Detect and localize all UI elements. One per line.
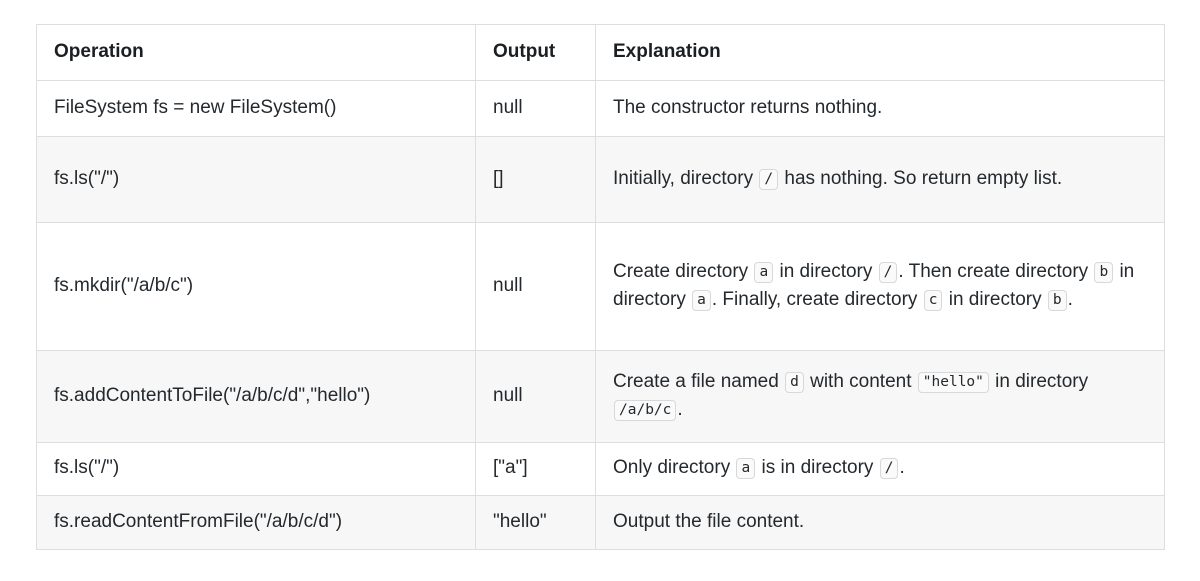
table-row: fs.ls("/")["a"]Only directory a is in di…: [36, 441, 1165, 496]
explanation-text: Initially, directory: [613, 167, 759, 189]
inline-code-token: a: [754, 261, 774, 283]
cell-explanation: Initially, directory / has nothing. So r…: [595, 135, 1165, 223]
inline-code-token: a: [736, 458, 756, 480]
cell-operation: FileSystem fs = new FileSystem(): [36, 79, 476, 137]
explanation-text: in directory: [943, 289, 1047, 311]
operations-table-container: Operation Output Explanation FileSystem …: [36, 24, 1165, 550]
table-row: FileSystem fs = new FileSystem()null The …: [36, 79, 1165, 137]
column-header-output: Output: [475, 24, 596, 81]
operations-table: Operation Output Explanation FileSystem …: [36, 24, 1165, 550]
explanation-text: .: [677, 399, 683, 421]
cell-output: "hello": [475, 494, 596, 550]
explanation-text: has nothing. So return empty list.: [779, 167, 1063, 189]
table-row: fs.addContentToFile("/a/b/c/d","hello")n…: [36, 349, 1165, 443]
table-row: fs.readContentFromFile("/a/b/c/d")"hello…: [36, 494, 1165, 550]
explanation-text: is in directory: [756, 457, 879, 479]
explanation-text: Create a file named: [613, 370, 785, 392]
inline-code-token: /: [878, 261, 898, 283]
cell-operation: fs.ls("/"): [36, 441, 476, 496]
cell-explanation: The constructor returns nothing.: [595, 79, 1165, 137]
cell-output: null: [475, 79, 596, 137]
cell-operation: fs.ls("/"): [36, 135, 476, 223]
table-header-row: Operation Output Explanation: [36, 24, 1165, 81]
table-row: fs.ls("/")[]Initially, directory / has n…: [36, 135, 1165, 223]
explanation-text: Only directory: [613, 457, 736, 479]
explanation-text: with content: [804, 370, 917, 392]
cell-output: null: [475, 349, 596, 443]
column-header-explanation: Explanation: [595, 24, 1165, 81]
inline-code-token: b: [1094, 261, 1114, 283]
cell-operation: fs.addContentToFile("/a/b/c/d","hello"): [36, 349, 476, 443]
inline-code-token: /: [759, 168, 779, 190]
inline-code-token: /: [879, 458, 899, 480]
explanation-text: Create directory: [613, 260, 754, 282]
cell-output: null: [475, 221, 596, 351]
explanation-text: in directory: [774, 260, 878, 282]
explanation-text: .: [899, 457, 905, 479]
inline-code-token: a: [692, 290, 711, 312]
cell-operation: fs.mkdir("/a/b/c"): [36, 221, 476, 351]
column-header-operation: Operation: [36, 24, 476, 81]
cell-output: ["a"]: [475, 441, 596, 496]
explanation-text: The constructor returns nothing.: [613, 96, 883, 118]
cell-output: []: [475, 135, 596, 223]
cell-operation: fs.readContentFromFile("/a/b/c/d"): [36, 494, 476, 550]
inline-code-token: "hello": [917, 371, 989, 393]
cell-explanation: Create a file named d with content "hell…: [595, 349, 1165, 443]
table-header: Operation Output Explanation: [36, 24, 1165, 81]
cell-explanation: Output the file content.: [595, 494, 1165, 550]
inline-code-token: d: [785, 371, 804, 393]
explanation-text: in directory: [989, 370, 1089, 392]
cell-explanation: Only directory a is in directory /.: [595, 441, 1165, 496]
cell-explanation: Create directory a in directory /. Then …: [595, 221, 1165, 351]
inline-code-token: b: [1047, 290, 1067, 312]
inline-code-token: /a/b/c: [614, 400, 677, 422]
explanation-text: . Then create directory: [898, 260, 1094, 282]
explanation-text: Output the file content.: [613, 510, 805, 532]
inline-code-token: c: [923, 290, 943, 312]
explanation-text: . Finally, create directory: [711, 289, 923, 311]
explanation-text: .: [1067, 289, 1073, 311]
explanation-text: in directory: [613, 260, 1135, 311]
